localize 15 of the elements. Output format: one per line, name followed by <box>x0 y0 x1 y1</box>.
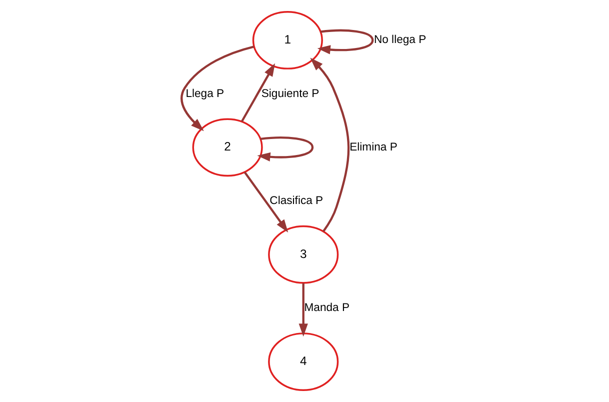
edge-label: Clasifica P <box>270 194 324 207</box>
node-ellipse: 3 <box>268 225 339 284</box>
arrow <box>310 58 350 232</box>
arrow <box>240 63 276 122</box>
edge-label: Manda P <box>304 302 350 314</box>
edge-label: No llega P <box>374 34 426 46</box>
edge-label: Llega P <box>186 88 224 100</box>
arrow <box>180 46 254 132</box>
arrow <box>317 29 374 54</box>
edge-label: Siguiente P <box>261 88 320 100</box>
arrow <box>244 172 288 233</box>
edge-label: Elimina P <box>350 141 398 154</box>
arrow <box>257 136 314 162</box>
node-ellipse: 4 <box>268 332 339 391</box>
arrow <box>298 283 308 337</box>
